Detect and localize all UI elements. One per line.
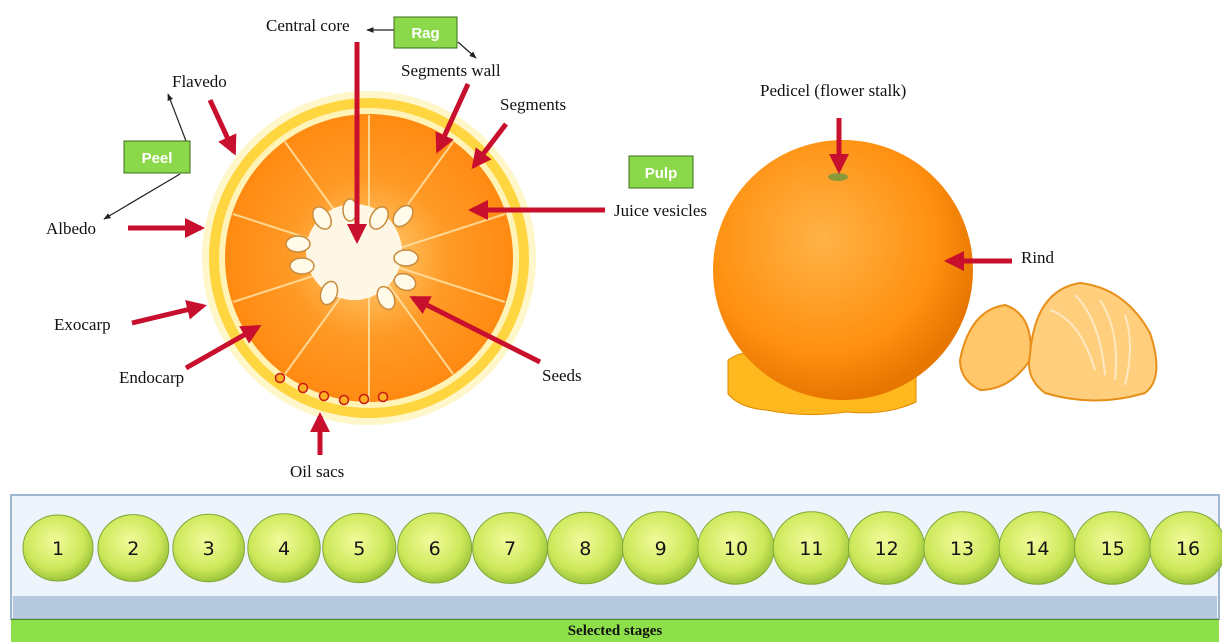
stage-number: 16 (1176, 538, 1200, 560)
stage-fruit-13: 13 (924, 512, 1000, 584)
stage-number: 3 (203, 538, 215, 560)
rag-label: Rag (411, 25, 439, 42)
stage-number: 6 (429, 538, 441, 560)
stage-fruit-7: 7 (473, 513, 548, 584)
stage-fruit-11: 11 (773, 512, 849, 584)
stage-fruit-9: 9 (622, 512, 698, 584)
label-juice-vesicles: Juice vesicles (614, 201, 707, 220)
stage-fruit-4: 4 (248, 514, 320, 582)
pulp-box: Pulp (629, 156, 693, 188)
stage-fruit-15: 15 (1074, 512, 1150, 584)
stage-number: 10 (724, 538, 748, 560)
stage-fruit-1: 1 (23, 515, 93, 581)
selected-stages-caption: Selected stages (11, 619, 1219, 642)
label-rind: Rind (1021, 248, 1055, 267)
stage-number: 2 (127, 538, 139, 560)
label-exocarp: Exocarp (54, 315, 111, 334)
peel-label: Peel (142, 150, 173, 167)
stage-fruit-2: 2 (98, 515, 169, 582)
label-albedo: Albedo (46, 219, 96, 238)
whole-fruit-illustration (713, 140, 1156, 415)
arrow-flavedo (210, 100, 234, 152)
stage-number: 12 (875, 538, 899, 560)
arrow-exocarp (132, 306, 203, 323)
pulp-label: Pulp (645, 165, 678, 182)
connector-peel-albedo (104, 174, 180, 219)
connector-peel-flavedo (168, 94, 186, 141)
stage-number: 14 (1025, 538, 1049, 560)
stage-fruit-12: 12 (848, 512, 924, 584)
label-segments-wall: Segments wall (401, 61, 501, 80)
stage-number: 5 (353, 538, 365, 560)
peel-box: Peel (124, 141, 190, 173)
stage-number: 13 (950, 538, 974, 560)
label-pedicel: Pedicel (flower stalk) (760, 81, 906, 100)
stage-fruit-6: 6 (398, 513, 472, 583)
peeled-segments (960, 283, 1156, 401)
pedicel-stalk (828, 173, 848, 181)
stage-number: 9 (655, 538, 667, 560)
rag-box: Rag (394, 17, 457, 48)
stage-number: 7 (504, 538, 516, 560)
stage-number: 11 (799, 538, 823, 560)
label-central-core: Central core (266, 16, 350, 35)
stage-fruit-10: 10 (698, 512, 774, 584)
stage-fruit-3: 3 (173, 514, 245, 582)
stage-number: 15 (1101, 538, 1125, 560)
label-endocarp: Endocarp (119, 368, 184, 387)
stage-number: 1 (52, 538, 64, 560)
stage-fruit-14: 14 (999, 512, 1075, 584)
stage-fruit-8: 8 (548, 512, 624, 584)
label-segments: Segments (500, 95, 566, 114)
label-seeds: Seeds (542, 366, 582, 385)
stage-fruit-16: 16 (1150, 512, 1222, 584)
stage-fruit-5: 5 (323, 513, 396, 582)
label-flavedo: Flavedo (172, 72, 227, 91)
orange-cross-section (202, 91, 536, 425)
label-oil-sacs: Oil sacs (290, 462, 344, 481)
stage-number: 4 (278, 538, 290, 560)
stage-number: 8 (579, 538, 591, 560)
connector-rag-wall (458, 42, 476, 58)
